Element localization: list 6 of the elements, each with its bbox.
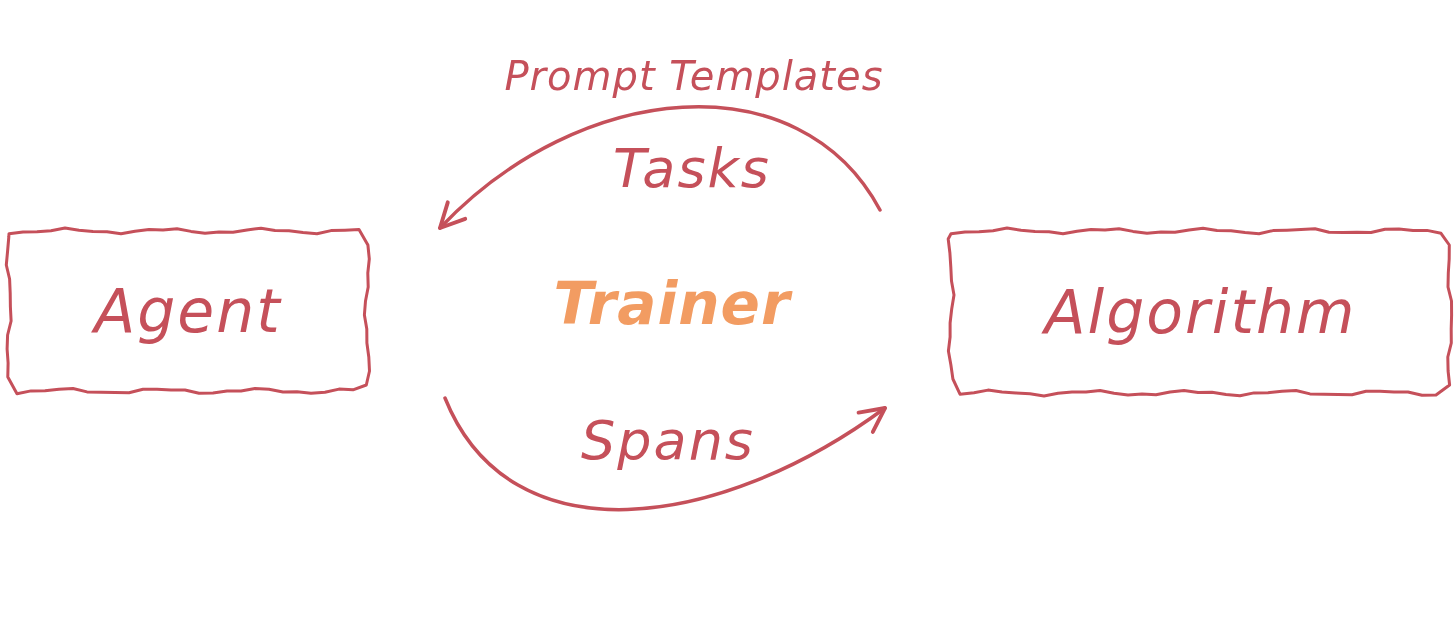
annotation-label: Prompt Templates	[504, 53, 884, 99]
arrow	[443, 396, 887, 512]
center-label: Trainer	[553, 270, 791, 338]
process-box	[3, 225, 373, 397]
arrow	[438, 105, 882, 230]
process-box	[945, 225, 1456, 399]
